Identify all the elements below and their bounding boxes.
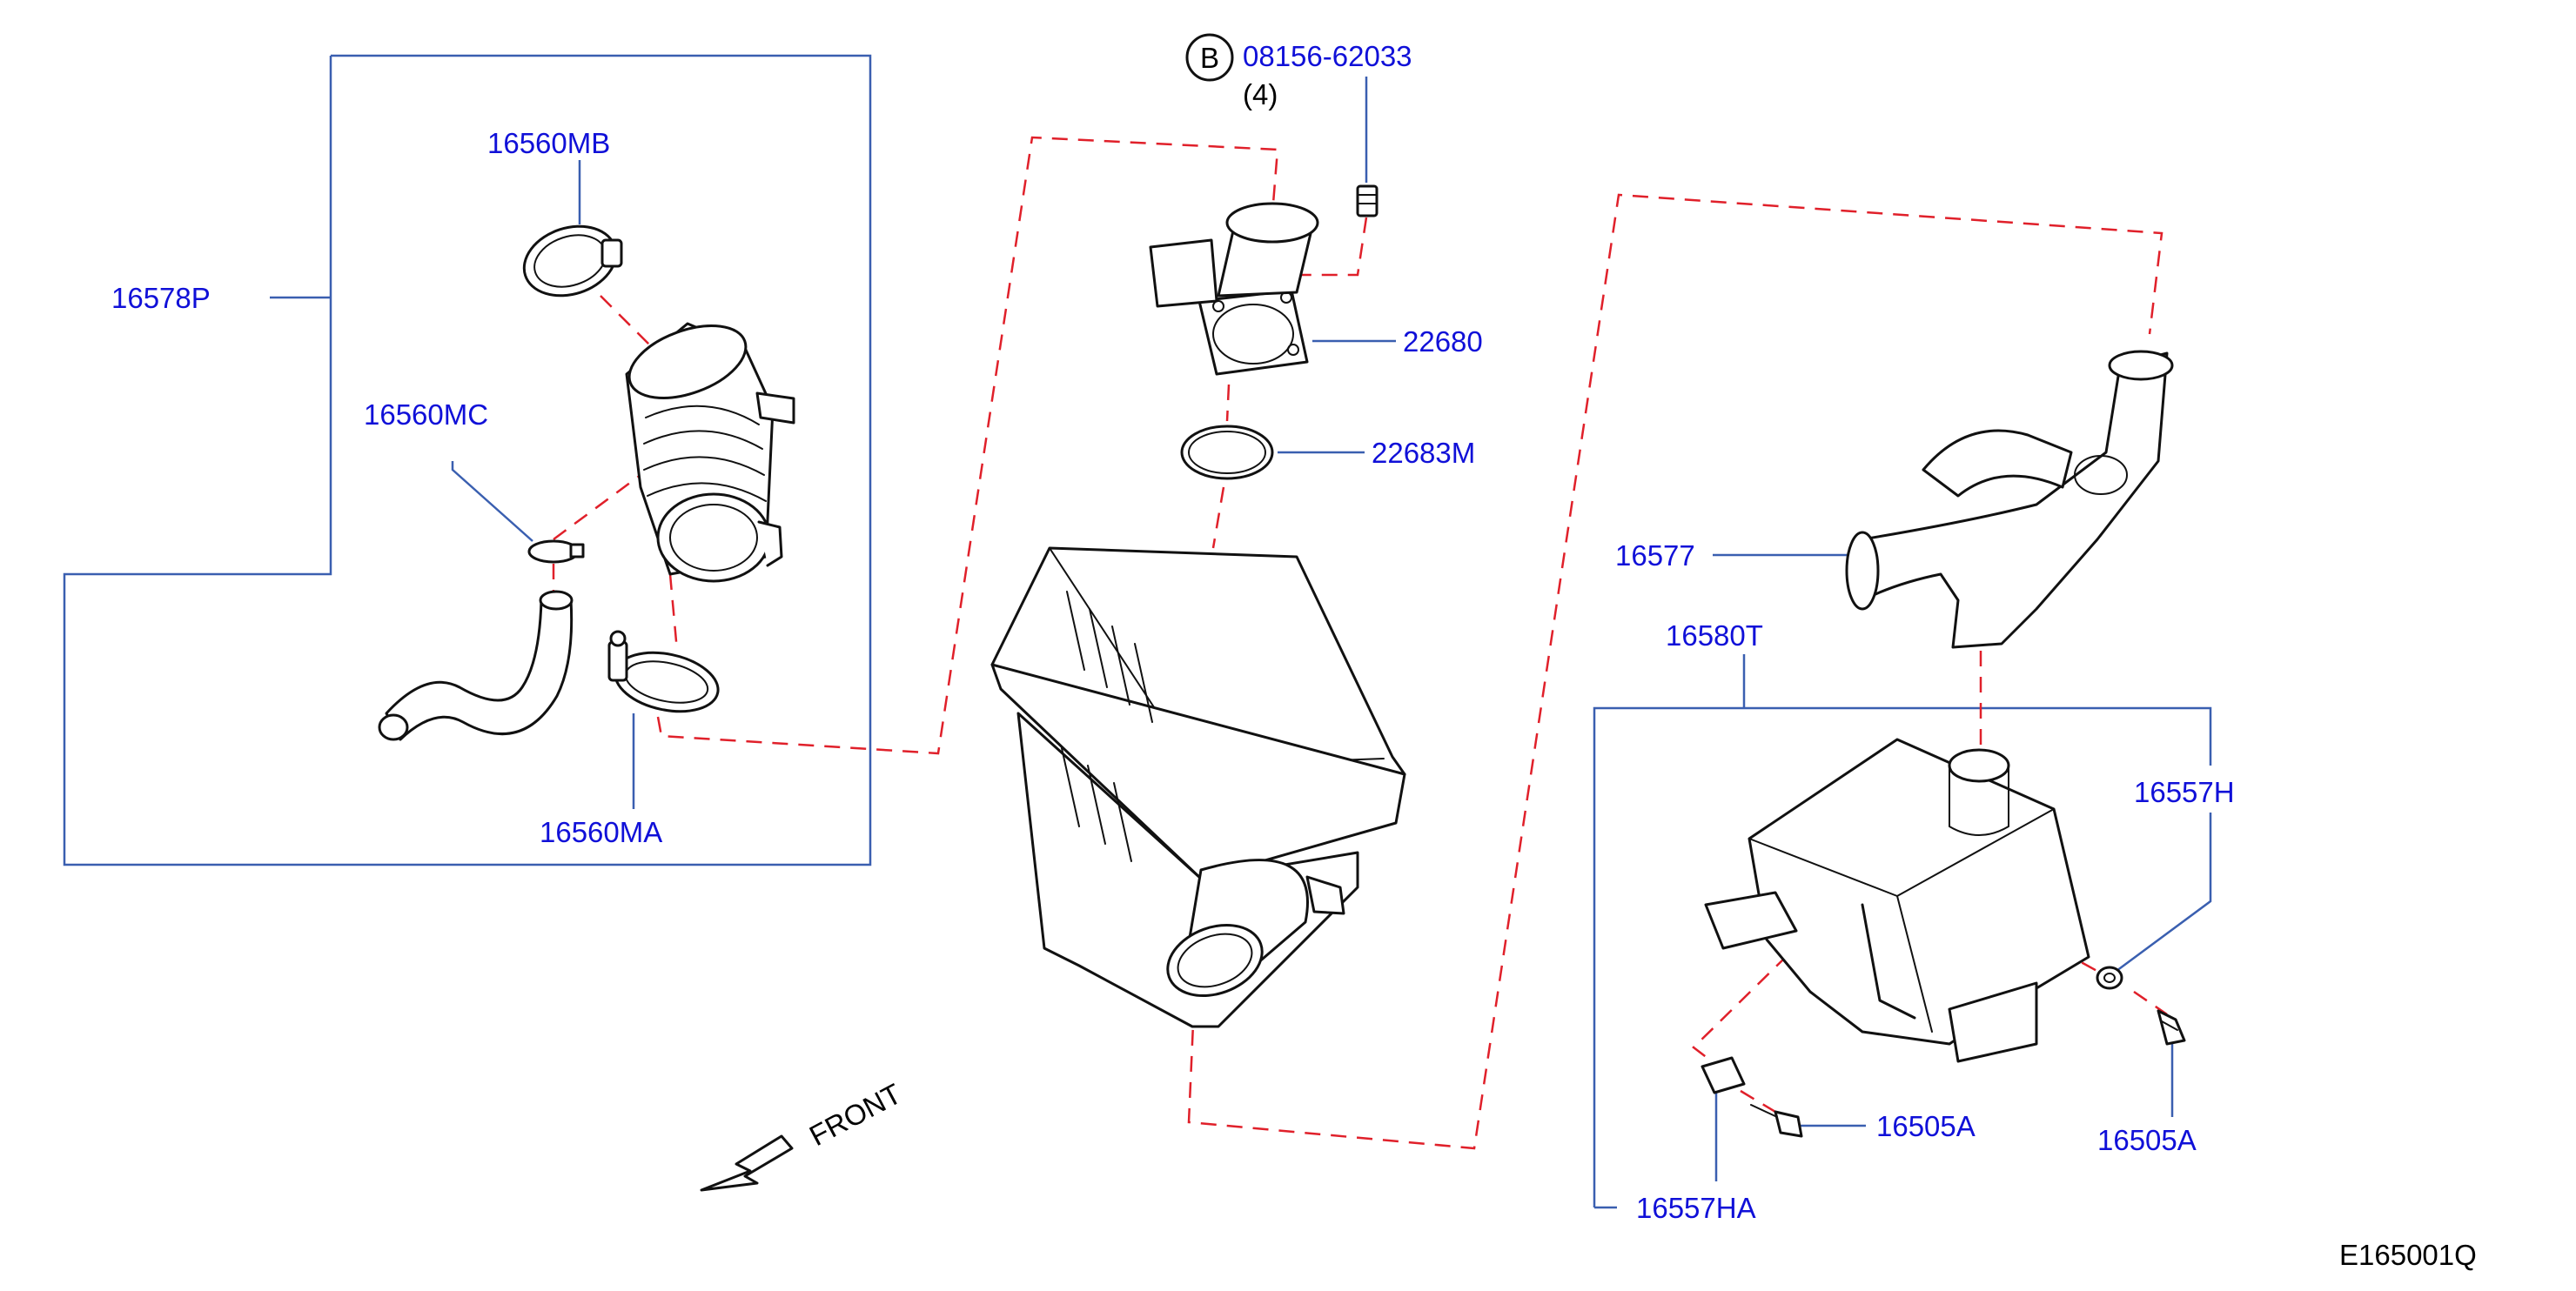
label-16577: 16577 (1615, 539, 1695, 572)
grommet-16557H (2096, 966, 2123, 990)
label-16580T: 16580T (1666, 619, 1763, 652)
bolt-badge-letter: B (1200, 42, 1219, 74)
dash-grommet-to-bolt (2133, 990, 2168, 1016)
label-16578P: 16578P (111, 282, 211, 314)
label-16557H: 16557H (2134, 776, 2235, 808)
air-cleaner-box (990, 546, 1406, 1028)
dash-mc-to-duct (553, 473, 641, 541)
leader-lines (63, 54, 2212, 1209)
clamp-16560MB (522, 224, 623, 298)
label-08156-62033: 08156-62033 (1243, 40, 1412, 72)
diagram-id: E165001Q (2339, 1239, 2477, 1271)
leader-16560MC (451, 461, 533, 542)
label-bolt-qty: (4) (1243, 78, 1278, 110)
label-16560MA: 16560MA (540, 816, 662, 848)
dash-mb-to-duct (600, 295, 650, 345)
bolt-16505A-center (1750, 1104, 1803, 1138)
label-16505A-right: 16505A (2097, 1124, 2197, 1156)
dash-sensor-to-oring (1225, 384, 1231, 422)
front-arrow-icon (700, 1134, 794, 1192)
label-22683M: 22683M (1372, 437, 1475, 469)
label-16557HA: 16557HA (1636, 1192, 1756, 1224)
label-16560MC: 16560MC (364, 398, 488, 431)
dash-bracket-to-grommet (1692, 954, 1788, 1071)
leader-16557H (2116, 813, 2212, 973)
label-16505A-center: 16505A (1876, 1110, 1976, 1142)
label-front: FRONT (804, 1077, 907, 1152)
bracket-16580T (1593, 706, 2212, 1207)
resonator-16580T (1704, 738, 2090, 1063)
grommet-16557HA (1701, 1056, 1746, 1094)
dash-grommet-to-bolt-center (1740, 1089, 1785, 1119)
breather-hose (378, 590, 574, 741)
label-22680: 22680 (1403, 325, 1483, 358)
dash-housing-to-airbox (656, 136, 1279, 755)
oring-22683M (1180, 425, 1274, 480)
bolt-08156 (1356, 184, 1379, 217)
bolt-16505A-right (2157, 1009, 2186, 1046)
bolt-badge-circle (1185, 33, 1234, 82)
label-16560MB: 16560MB (487, 127, 610, 159)
bracket-16578P (63, 54, 872, 866)
clamp-16560MA (607, 630, 720, 713)
labels: 16578P 16560MB 16560MC 16560MA B 08156-6… (111, 40, 2477, 1271)
assembly-lines (552, 136, 2168, 1150)
duct-16577 (1845, 350, 2174, 649)
sensor-22680 (1149, 202, 1319, 376)
intake-duct (625, 322, 795, 583)
dash-oring-to-airbox (1211, 486, 1225, 549)
clamp-16560MC (527, 539, 585, 564)
dash-duct-to-ma (668, 573, 679, 652)
